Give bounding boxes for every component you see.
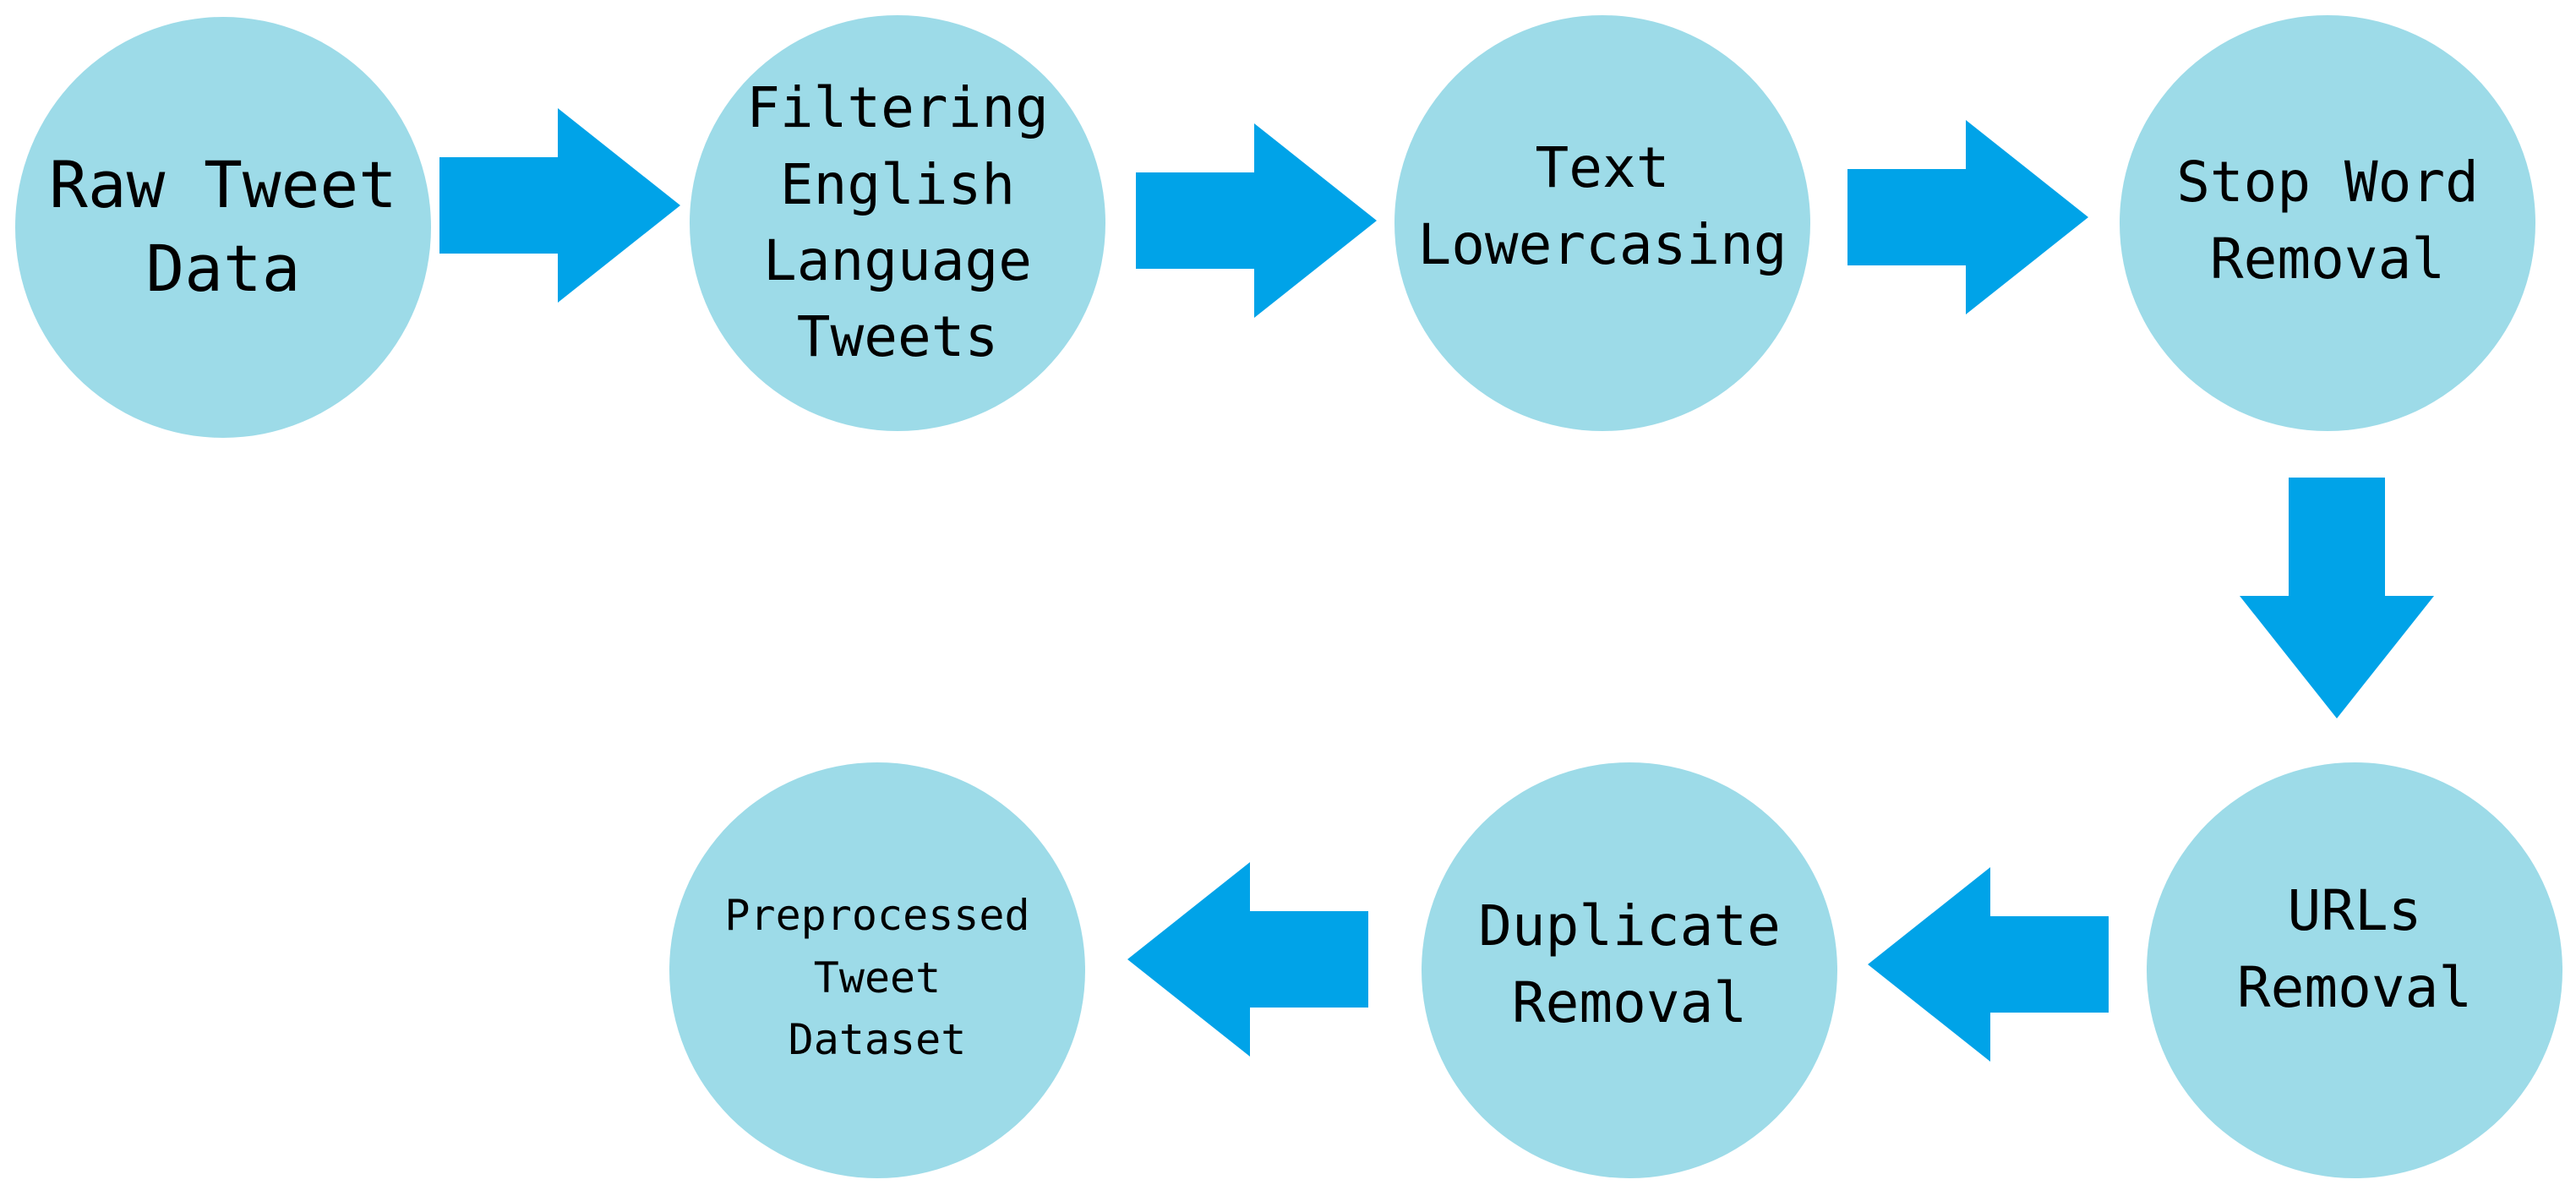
node-label-line: Raw Tweet [49, 147, 397, 223]
node-label-line: Preprocessed [724, 891, 1030, 940]
right-arrow-icon [439, 108, 680, 303]
node-filtering-english: Filtering English Language Tweets [690, 15, 1105, 431]
node-label-line: Stop Word [2176, 150, 2479, 215]
left-arrow-icon [1868, 867, 2109, 1062]
node-raw-tweet-data: Raw Tweet Data [15, 17, 431, 438]
node-label: Raw Tweet Data [49, 144, 397, 311]
node-label-line: Removal [2209, 227, 2446, 292]
right-arrow-icon [1136, 123, 1377, 318]
node-label: Duplicate Removal [1478, 887, 1781, 1041]
node-label-line: Tweet [813, 953, 941, 1002]
node-stop-word-removal: Stop Word Removal [2120, 15, 2535, 431]
node-label: Text Lowercasing [1417, 129, 1787, 283]
node-label-line: Removal [2236, 955, 2473, 1021]
down-arrow-icon [2240, 478, 2434, 718]
left-arrow-icon [1127, 862, 1368, 1057]
node-label-line: Lowercasing [1417, 212, 1787, 278]
node-preprocessed-dataset: Preprocessed Tweet Dataset [669, 762, 1085, 1178]
node-label: Filtering English Language Tweets [746, 70, 1049, 376]
node-label-line: Removal [1511, 970, 1748, 1036]
node-text-lowercasing: Text Lowercasing [1394, 15, 1810, 431]
node-label: URLs Removal [2237, 872, 2472, 1026]
node-label: Preprocessed Tweet Dataset [724, 885, 1029, 1072]
node-label-line: Filtering [746, 75, 1049, 141]
node-label-line: Duplicate [1478, 893, 1781, 958]
node-label: Stop Word Removal [2176, 144, 2479, 298]
node-label-line: Tweets [796, 304, 999, 370]
node-duplicate-removal: Duplicate Removal [1422, 762, 1837, 1178]
node-label-line: URLs [2287, 878, 2422, 943]
right-arrow-icon [1847, 120, 2088, 314]
node-urls-removal: URLs Removal [2147, 762, 2562, 1178]
node-label-line: English [779, 151, 1016, 217]
node-label-line: Language [763, 228, 1032, 293]
node-label-line: Data [145, 231, 301, 306]
node-label-line: Text [1535, 135, 1670, 200]
node-label-line: Dataset [788, 1015, 967, 1064]
